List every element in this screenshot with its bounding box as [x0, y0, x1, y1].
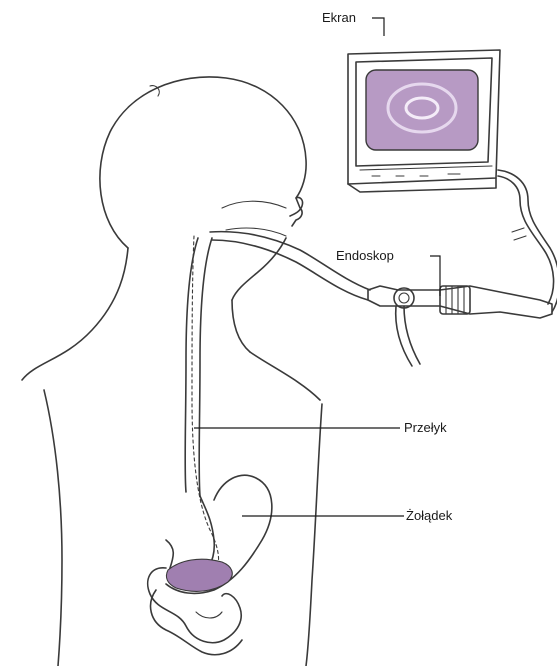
oral-cavity	[222, 201, 286, 236]
label-stomach: Żołądek	[406, 508, 452, 523]
shoulder-front	[250, 352, 320, 400]
stomach-fill	[166, 559, 232, 591]
label-screen: Ekran	[322, 10, 356, 25]
head-outline	[100, 77, 306, 248]
right-torso	[306, 404, 322, 666]
label-endoscope: Endoskop	[336, 248, 394, 263]
monitor-screen	[366, 70, 478, 150]
stomach	[166, 475, 272, 593]
neck-front-outline	[232, 300, 250, 352]
monitor	[348, 50, 500, 192]
endoscope-handle	[368, 170, 557, 366]
label-esophagus: Przełyk	[404, 420, 447, 435]
screen-leader	[372, 18, 384, 36]
back-outline	[22, 248, 128, 380]
endoscope-tube	[192, 232, 370, 580]
left-torso	[44, 390, 62, 666]
esophagus	[185, 238, 212, 496]
